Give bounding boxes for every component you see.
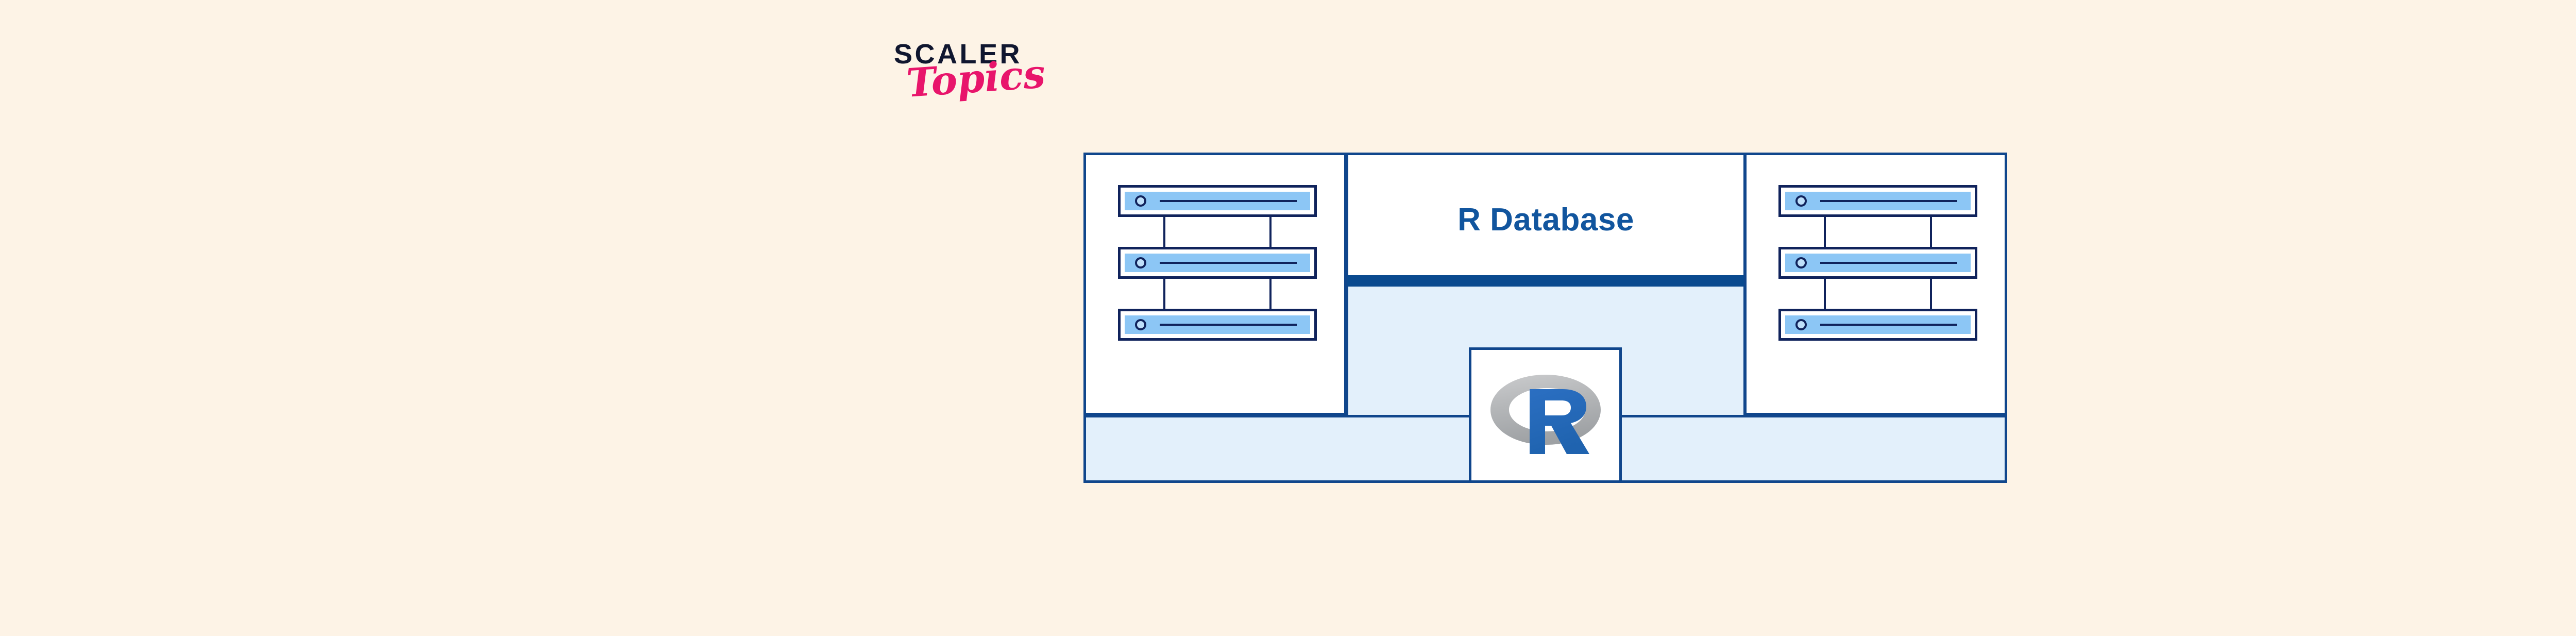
server-unit-face (1125, 192, 1310, 210)
server-unit (1118, 309, 1317, 341)
rack-connector-right-lower-b (1930, 278, 1932, 310)
rack-connector-right-lower-a (1824, 278, 1826, 310)
status-led-icon (1135, 319, 1146, 330)
r-logo-panel (1469, 347, 1622, 483)
drive-slot-icon (1160, 324, 1297, 326)
server-unit (1778, 185, 1977, 217)
r-database-diagram: R Database (1083, 153, 2007, 483)
rack-connector-left-upper-a (1163, 216, 1165, 248)
drive-slot-icon (1820, 324, 1957, 326)
right-server-rack (1744, 153, 2007, 415)
server-unit-face (1785, 192, 1971, 210)
server-unit (1118, 185, 1317, 217)
drive-slot-icon (1160, 200, 1297, 202)
server-unit (1778, 247, 1977, 279)
rack-connector-right-upper-a (1824, 216, 1826, 248)
r-language-logo-icon (1490, 375, 1601, 454)
server-unit-face (1125, 315, 1310, 334)
server-unit-face (1785, 315, 1971, 334)
status-led-icon (1795, 319, 1807, 330)
page-title: R Database (1458, 202, 1634, 238)
rack-connector-right-upper-b (1930, 216, 1932, 248)
brand-script-topics: Topics (905, 51, 1047, 106)
drive-slot-icon (1160, 262, 1297, 264)
rack-connector-left-lower-b (1269, 278, 1272, 310)
status-led-icon (1795, 195, 1807, 207)
rack-connector-left-upper-b (1269, 216, 1272, 248)
brand-wordmark: SCALER (894, 39, 1023, 70)
title-panel: R Database (1346, 153, 1746, 287)
drive-slot-icon (1820, 200, 1957, 202)
server-unit (1778, 309, 1977, 341)
status-led-icon (1135, 257, 1146, 269)
server-unit-face (1785, 254, 1971, 272)
server-unit-face (1125, 254, 1310, 272)
status-led-icon (1135, 195, 1146, 207)
title-underline-bar (1346, 275, 1746, 287)
drive-slot-icon (1820, 262, 1957, 264)
status-led-icon (1795, 257, 1807, 269)
left-server-rack (1083, 153, 1347, 415)
scaler-topics-logo: SCALER Topics (894, 40, 1059, 133)
rack-connector-left-lower-a (1163, 278, 1165, 310)
server-unit (1118, 247, 1317, 279)
